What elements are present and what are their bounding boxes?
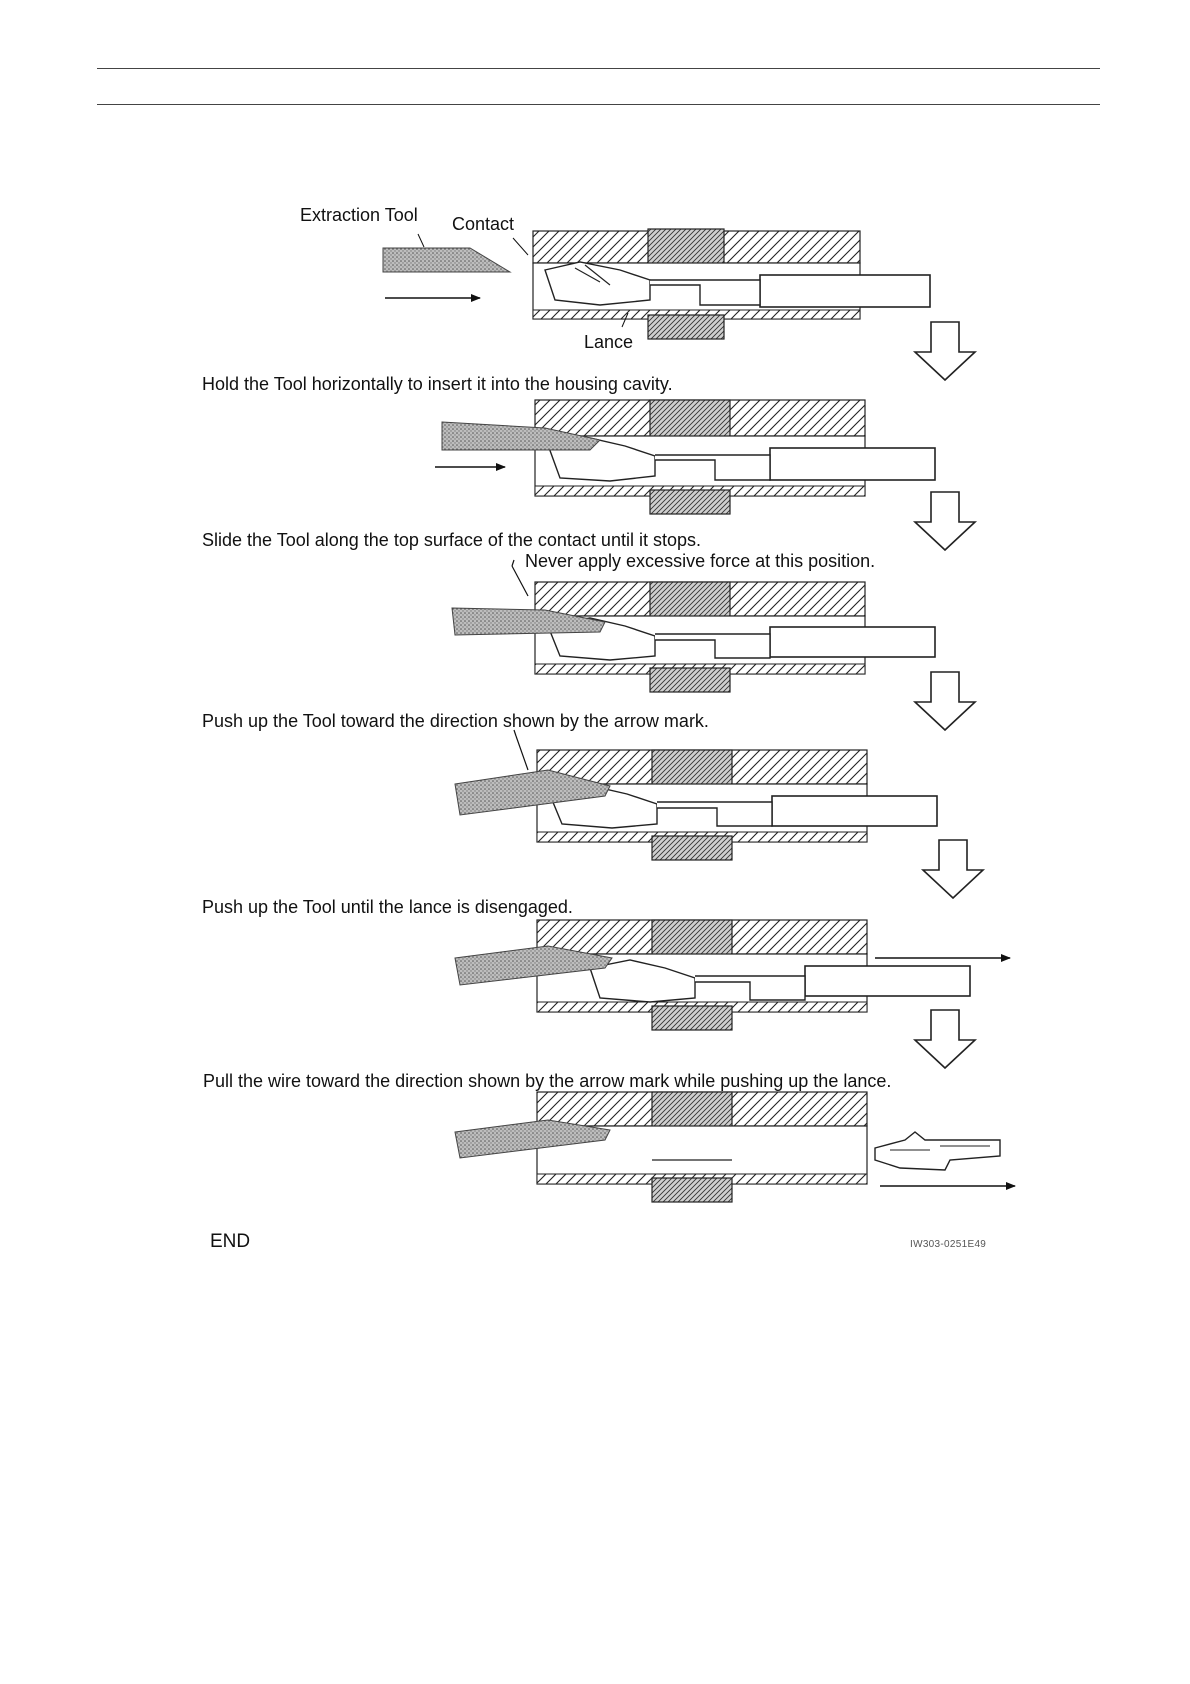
step-6-figure [454, 1091, 1016, 1203]
step-5-next-arrow-icon [914, 1009, 976, 1069]
header-rule-bottom [97, 104, 1100, 105]
step-5-caption: Pull the wire toward the direction shown… [203, 1071, 892, 1091]
step-2-caption: Slide the Tool along the top surface of … [202, 530, 701, 550]
label-contact: Contact [452, 214, 515, 234]
header-rule-top [97, 68, 1100, 69]
step-4-figure [454, 729, 938, 861]
end-label: END [210, 1231, 251, 1252]
step-1-figure [382, 228, 931, 340]
caution-note: Never apply excessive force at this posi… [525, 551, 876, 571]
step-1-next-arrow-icon [914, 321, 976, 381]
step-4-caption: Push up the Tool until the lance is dise… [202, 897, 573, 917]
step-2-figure [435, 399, 936, 515]
step-5-figure [454, 919, 1011, 1031]
figure-code: IW303-0251E49 [910, 1239, 987, 1250]
step-2-next-arrow-icon [914, 491, 976, 551]
label-lance: Lance [584, 332, 634, 352]
step-3-figure [451, 559, 936, 693]
step-1-caption: Hold the Tool horizontally to insert it … [202, 374, 673, 394]
step-3-caption: Push up the Tool toward the direction sh… [202, 711, 709, 731]
step-3-next-arrow-icon [914, 671, 976, 731]
step-4-next-arrow-icon [922, 839, 984, 899]
label-extraction-tool: Extraction Tool [300, 205, 418, 225]
